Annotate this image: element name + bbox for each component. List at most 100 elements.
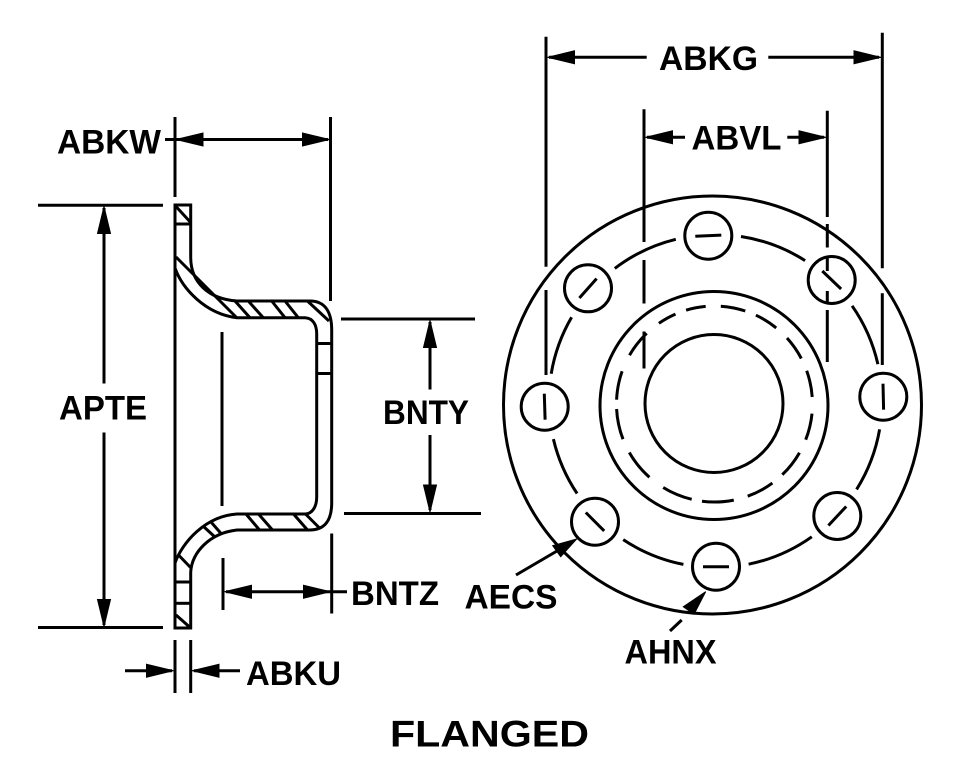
- section-hatching: [174, 205, 331, 630]
- hidden-line-dash: [805, 370, 814, 398]
- bolt-circle-arc: [855, 429, 882, 491]
- bolt-hole: [812, 491, 863, 541]
- hatch-line: [233, 299, 252, 319]
- dimension-label-abkw: ABKW: [57, 123, 162, 161]
- hatch-line: [257, 513, 274, 531]
- hatch-line: [175, 613, 192, 630]
- hatch-line: [244, 513, 261, 531]
- hatch-line: [209, 521, 223, 535]
- bolt-hole-slot-line: [881, 383, 886, 410]
- hatch-line: [174, 205, 192, 224]
- dimension-abkg: ABKG: [544, 32, 884, 375]
- part-outer-outline: [173, 203, 334, 630]
- dimension-label-bnty: BNTY: [383, 394, 469, 432]
- arrowhead: [96, 206, 112, 234]
- hatch-line: [174, 255, 239, 320]
- hatch-line: [292, 513, 309, 531]
- figure-caption: FLANGED: [390, 714, 589, 755]
- dimension-bnty: BNTY: [341, 317, 481, 515]
- dimension-label-bntz: BNTZ: [351, 575, 439, 613]
- callout-ahnx: AHNX: [625, 591, 717, 671]
- side-view: ABKW APTE BNTY: [38, 117, 481, 693]
- bolt-hole-slot-line: [695, 233, 722, 238]
- bolt-circle: [549, 235, 882, 566]
- arrowhead: [422, 320, 438, 348]
- bolt-holes: [519, 210, 909, 592]
- hidden-line-dash: [658, 312, 677, 325]
- hatch-line: [270, 300, 287, 319]
- hidden-line-dash: [627, 451, 651, 479]
- hatch-line: [202, 525, 217, 539]
- leader-line: [515, 549, 558, 577]
- bolt-hole-slot-line: [821, 269, 843, 291]
- arrowhead: [96, 599, 112, 627]
- bolt-hole: [563, 263, 613, 314]
- hidden-line-dash: [804, 413, 814, 441]
- hidden-line-dash: [685, 304, 706, 312]
- bolt-hole: [858, 371, 909, 422]
- hatch-line: [247, 299, 265, 319]
- part-inner-profile: [173, 267, 319, 564]
- bore-edge: [643, 333, 785, 474]
- callout-aecs: AECS: [465, 538, 579, 616]
- arrowhead: [682, 591, 707, 616]
- dimension-bntz: BNTZ: [221, 533, 439, 614]
- hidden-line-dash: [615, 408, 625, 440]
- arrowhead: [302, 132, 330, 147]
- hidden-line-dash: [755, 313, 778, 330]
- leader-line: [668, 618, 683, 633]
- arrowhead: [798, 130, 827, 145]
- bolt-hole: [570, 496, 620, 547]
- hidden-line-dash: [628, 332, 648, 357]
- front-view: ABKG ABVL AECS AHNX: [465, 32, 923, 671]
- bolt-circle-arc: [622, 538, 684, 566]
- dimension-abku: ABKU: [125, 640, 341, 693]
- hidden-line-circle: [615, 304, 814, 504]
- callout-label-ahnx: AHNX: [625, 633, 717, 671]
- bolt-circle-arc: [549, 316, 573, 375]
- arrowhead: [551, 538, 579, 558]
- hatch-line: [306, 300, 331, 323]
- arrowhead: [547, 50, 575, 65]
- arrowhead: [645, 130, 673, 145]
- hub-outer-edge: [598, 290, 830, 521]
- bolt-circle-arc: [850, 304, 880, 365]
- arrowhead: [191, 663, 220, 678]
- bolt-circle-arc: [551, 438, 579, 495]
- bolt-hole-slot-line: [542, 393, 547, 420]
- dimension-abkw: ABKW: [57, 117, 332, 301]
- arrowhead: [422, 484, 438, 513]
- bolt-hole: [806, 255, 857, 305]
- hidden-line-dash: [662, 486, 693, 501]
- hidden-line-dash: [781, 451, 801, 476]
- dimension-abvl: ABVL: [642, 109, 829, 369]
- arrowhead: [853, 50, 882, 65]
- arrowhead: [175, 132, 204, 147]
- arrowhead: [146, 663, 174, 678]
- bolt-circle-arc: [613, 237, 677, 270]
- hatch-line: [177, 554, 193, 570]
- dimension-label-apte: APTE: [59, 389, 147, 427]
- bolt-hole: [519, 381, 570, 432]
- dimension-apte: APTE: [38, 203, 163, 629]
- hidden-line-dash: [747, 481, 774, 498]
- bolt-hole-slot-line: [584, 511, 606, 532]
- dimension-label-abkg: ABKG: [659, 40, 758, 78]
- arrowhead: [303, 584, 331, 599]
- bolt-hole-slot-line: [578, 277, 598, 299]
- arrowhead: [224, 584, 252, 599]
- part-section: [173, 203, 334, 630]
- hidden-line-dash: [701, 498, 735, 504]
- dimension-label-abku: ABKU: [246, 655, 341, 693]
- bolt-hole-slot-line: [827, 505, 848, 527]
- callout-label-aecs: AECS: [465, 578, 558, 616]
- hidden-line-dash: [785, 336, 803, 360]
- bolt-hole: [691, 541, 741, 592]
- hidden-line-dash: [615, 370, 624, 400]
- bolt-circle-arc: [740, 235, 806, 262]
- flange-outer-edge: [502, 194, 923, 616]
- hatch-line: [283, 300, 300, 319]
- hatch-line: [303, 512, 321, 530]
- dimension-label-abvl: ABVL: [692, 119, 782, 157]
